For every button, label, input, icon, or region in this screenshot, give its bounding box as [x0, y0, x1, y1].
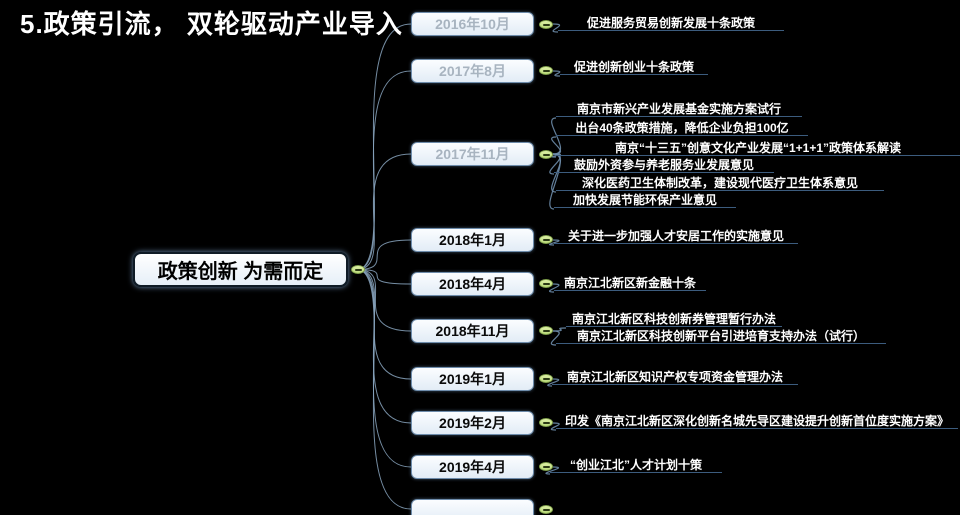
policy-leaf[interactable]: 出台40条政策措施，降低企业负担100亿 [556, 120, 808, 136]
topic-node-2017-11[interactable]: 2017年11月 [411, 142, 534, 166]
minus-icon [542, 23, 550, 26]
topic-node-2018-11[interactable]: 2018年11月 [411, 319, 534, 343]
topic-node-2019-01[interactable]: 2019年1月 [411, 367, 534, 391]
topic-node-2017-08[interactable]: 2017年8月 [411, 59, 534, 83]
topic-node-2018-01[interactable]: 2018年1月 [411, 228, 534, 252]
policy-leaf[interactable]: 南京“十三五”创意文化产业发展“1+1+1”政策体系解读 [556, 140, 960, 156]
collapse-button[interactable] [539, 20, 553, 29]
policy-leaf[interactable]: 促进服务贸易创新发展十条政策 [558, 15, 784, 31]
policy-leaf[interactable]: 鼓励外资参与养老服务业发展意见 [554, 157, 774, 173]
policy-leaf[interactable]: 南京江北新区新金融十条 [554, 275, 706, 291]
minus-icon [354, 268, 362, 271]
policy-leaf[interactable]: 南京江北新区科技创新平台引进培育支持办法（试行） [556, 328, 886, 344]
policy-leaf[interactable]: 印发《南京江北新区深化创新名城先导区建设提升创新首位度实施方案》 [556, 413, 958, 429]
policy-leaf[interactable]: 促进创新创业十条政策 [560, 59, 708, 75]
topic-node-2018-04[interactable]: 2018年4月 [411, 272, 534, 296]
minus-icon [542, 421, 550, 424]
slide-title: 5.政策引流， 双轮驱动产业导入 [20, 9, 403, 39]
minus-icon [542, 282, 550, 285]
policy-leaf[interactable]: 南京市新兴产业发展基金实施方案试行 [556, 101, 802, 117]
minus-icon [542, 465, 550, 468]
policy-leaf[interactable]: 关于进一步加强人才安居工作的实施意见 [554, 228, 798, 244]
minus-icon [542, 238, 550, 241]
policy-leaf[interactable]: 深化医药卫生体制改革，建设现代医疗卫生体系意见 [556, 175, 884, 191]
collapse-button[interactable] [539, 374, 553, 383]
minus-icon [542, 69, 550, 72]
collapse-button[interactable] [539, 505, 553, 514]
collapse-button[interactable] [539, 235, 553, 244]
minus-icon [542, 508, 550, 511]
minus-icon [542, 329, 550, 332]
collapse-button[interactable] [539, 150, 553, 159]
topic-node-partial[interactable] [411, 499, 534, 515]
policy-leaf[interactable]: 加快发展节能环保产业意见 [554, 192, 736, 208]
root-topic[interactable]: 政策创新 为需而定 [133, 252, 348, 287]
collapse-button[interactable] [539, 279, 553, 288]
minus-icon [542, 377, 550, 380]
collapse-button[interactable] [539, 326, 553, 335]
minus-icon [542, 153, 550, 156]
policy-leaf[interactable]: “创业江北”人才计划十策 [550, 457, 722, 473]
policy-leaf[interactable]: 南京江北新区知识产权专项资金管理办法 [552, 369, 798, 385]
collapse-button[interactable] [539, 418, 553, 427]
topic-node-2019-02[interactable]: 2019年2月 [411, 411, 534, 435]
collapse-button-root[interactable] [351, 265, 365, 274]
collapse-button[interactable] [539, 66, 553, 75]
topic-node-2016-10[interactable]: 2016年10月 [411, 12, 534, 36]
collapse-button[interactable] [539, 462, 553, 471]
policy-leaf[interactable]: 南京江北新区科技创新券管理暂行办法 [566, 311, 782, 327]
topic-node-2019-04[interactable]: 2019年4月 [411, 455, 534, 479]
